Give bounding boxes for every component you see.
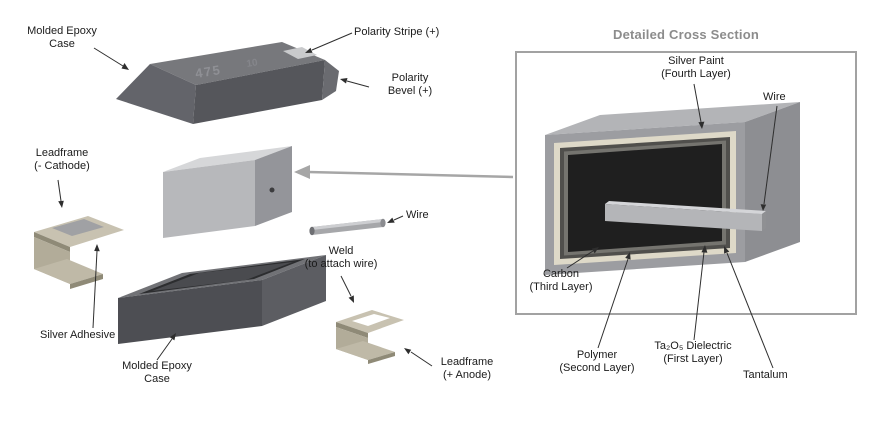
molded-case-top-shape: 475 10 [116, 42, 339, 124]
cross-section-title: Detailed Cross Section [613, 27, 759, 42]
face-top [545, 102, 800, 135]
face-front [193, 60, 325, 124]
tab-top [605, 201, 766, 214]
leader-polymer [597, 252, 631, 349]
face-front [163, 160, 255, 238]
label-polymer: Polymer (Second Layer) [559, 349, 635, 375]
case-marking-line2: 10 [246, 57, 259, 70]
capacitor-element-box-shape [163, 146, 292, 238]
label-silver-paint: Silver Paint (Fourth Layer) [661, 55, 731, 81]
wire-end-left [309, 226, 315, 236]
leadframe-anode-shape [336, 310, 404, 364]
silver-adhesive-pad [52, 219, 104, 236]
leader-weld [340, 275, 354, 303]
tab-front [605, 204, 762, 231]
cavity-floor [152, 262, 293, 291]
leader-leadframe-anode [404, 348, 433, 367]
flange-bottom [336, 341, 395, 360]
face-right [262, 255, 326, 326]
plate-hole [352, 314, 390, 326]
label-wire-exploded: Wire [406, 209, 429, 221]
leader-polarity-bevel [340, 78, 370, 88]
flange-bottom [34, 259, 103, 284]
leader-wire-right [760, 105, 778, 211]
label-silver-adhesive: Silver Adhesive [40, 329, 116, 341]
cross-section-panel-border [515, 51, 857, 315]
leader-molded-epoxy-bottom [156, 333, 176, 361]
wire-rod-shape [309, 218, 386, 236]
leader-carbon [566, 247, 599, 269]
pointer-arrowhead-icon [294, 165, 310, 179]
wire-highlight [312, 219, 383, 230]
label-carbon: Carbon (Third Layer) [529, 268, 593, 294]
flange-edge [368, 352, 395, 364]
leader-leadframe-cathode [57, 179, 64, 208]
face-right [745, 102, 800, 262]
plate-edge [34, 232, 70, 252]
leader-silver-paint [693, 83, 705, 129]
leader-molded-epoxy-top [93, 47, 129, 70]
label-molded-epoxy-case-top: Molded Epoxy Case [27, 25, 97, 51]
plate-edge [336, 322, 368, 338]
face-left-slope [116, 64, 196, 124]
cross-section-pointer-arrow [294, 165, 514, 179]
label-polarity-bevel: Polarity Bevel (+) [387, 72, 433, 98]
wire-hole-dot [269, 187, 275, 193]
label-wire-cross-section: Wire [763, 91, 786, 103]
pointer-line [307, 170, 514, 179]
molded-case-bottom-shape [118, 255, 326, 344]
cross-section-block-shape [545, 102, 800, 275]
face-top [163, 146, 292, 172]
label-leadframe-anode: Leadframe (+ Anode) [440, 356, 494, 382]
flange-edge [70, 274, 103, 289]
tantalum-core [568, 144, 722, 252]
label-weld: Weld (to attach wire) [304, 245, 378, 271]
label-molded-epoxy-case-bottom: Molded Epoxy Case [122, 360, 192, 386]
leader-silver-adhesive [92, 244, 100, 329]
leader-wire-left [387, 215, 404, 223]
tab-end [762, 211, 766, 231]
label-tantalum: Tantalum [743, 369, 788, 381]
leader-polarity-stripe [305, 32, 353, 53]
face-right [255, 146, 292, 226]
leadframe-cathode-shape [34, 216, 124, 289]
polarity-stripe-shape [283, 47, 317, 59]
face-front [118, 280, 262, 344]
label-ta2o5-dielectric: Ta₂O₅ Dielectric (First Layer) [654, 340, 732, 366]
wire-end-right [380, 218, 386, 228]
label-polarity-stripe: Polarity Stripe (+) [354, 26, 440, 38]
face-top [150, 42, 325, 85]
wire-tab-shape [605, 201, 766, 231]
leader-ta2o5 [693, 245, 708, 341]
leader-tantalum [724, 246, 774, 369]
case-marking-line1: 475 [194, 62, 222, 81]
label-leadframe-cathode: Leadframe (- Cathode) [34, 147, 90, 173]
polarity-bevel-face [322, 60, 339, 100]
